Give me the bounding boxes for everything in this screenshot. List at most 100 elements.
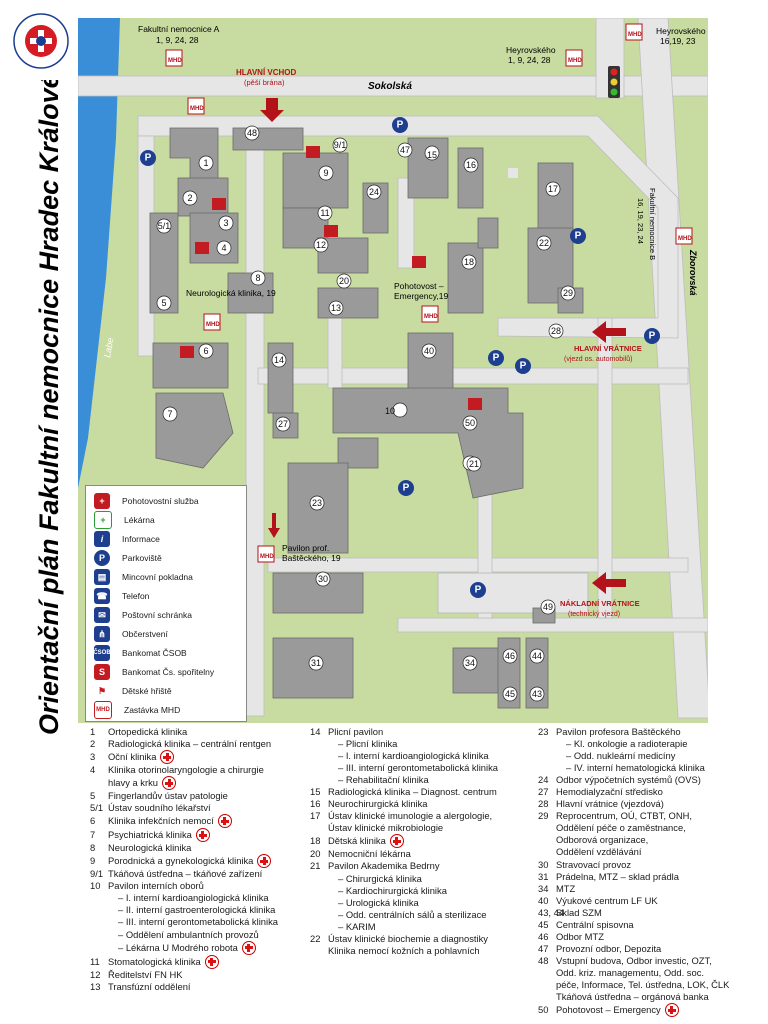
building-number: 4	[90, 764, 96, 776]
bus-stops: MHD MHD MHD MHD MHD MHD MHD MHD	[165, 23, 693, 563]
directory-entry: – I. interní kardioangiologická klinika	[90, 892, 278, 904]
building-number: 48	[538, 954, 549, 966]
river-labe	[78, 18, 120, 488]
svg-text:21: 21	[469, 459, 479, 469]
building-name: Ortopedická klinika	[108, 726, 188, 737]
svg-text:P: P	[649, 331, 656, 342]
svg-text:Heyrovského: Heyrovského	[656, 26, 706, 36]
svg-text:P: P	[520, 361, 527, 372]
building-name: Hlavní vrátnice (vjezdová)	[556, 798, 664, 810]
building-name: – Kl. onkologie a radioterapie	[566, 738, 688, 750]
directory-entry: hlavy a krku	[90, 776, 278, 791]
svg-text:9: 9	[323, 168, 328, 178]
svg-text:Fakultní nemocnice B: Fakultní nemocnice B	[648, 188, 657, 260]
building-number: 14	[310, 726, 321, 737]
building-name: – Odd. centrálních sálů a sterilizace	[338, 908, 487, 920]
svg-text:28: 28	[551, 326, 561, 336]
building-number: 15	[310, 786, 321, 798]
svg-text:17: 17	[548, 184, 558, 194]
building-name: Oddělení vzdělávání	[556, 846, 642, 858]
directory-entry: 6 Klinika infekčních nemocí	[90, 814, 278, 829]
building-name: Ústav klinické mikrobiologie	[328, 822, 444, 834]
building-name: Výukové centrum LF UK	[556, 894, 658, 906]
coin-cashier-icon: ▤	[94, 569, 110, 585]
directory-entry: péče, Informace, Tel. ústředna, LOK, ČLK	[538, 979, 729, 991]
directory-entry: Oddělení péče o zaměstnance,	[538, 822, 729, 834]
building-number: 50	[538, 1004, 549, 1016]
building-name: – Plicní klinika	[338, 738, 398, 750]
svg-text:MHD: MHD	[190, 106, 204, 112]
svg-text:27: 27	[278, 419, 288, 429]
svg-text:49: 49	[543, 602, 553, 612]
svg-text:47: 47	[400, 145, 410, 155]
svg-text:22: 22	[539, 238, 549, 248]
emergency-icon	[664, 1003, 679, 1018]
svg-text:43: 43	[532, 689, 542, 699]
svg-text:P: P	[575, 231, 582, 242]
building-number: 46	[538, 930, 549, 942]
first-aid-markers	[180, 146, 482, 410]
svg-text:MHD: MHD	[260, 554, 274, 560]
svg-text:48: 48	[247, 128, 257, 138]
svg-text:40: 40	[424, 346, 434, 356]
svg-text:24: 24	[369, 187, 379, 197]
building-name: Provozní odbor, Depozita	[556, 942, 662, 954]
svg-text:Labe: Labe	[102, 337, 115, 358]
building-name: – Kardiochirurgická klinika	[338, 884, 447, 896]
building-number: 34	[538, 882, 549, 894]
legend-item: +Lékárna	[94, 511, 155, 529]
directory-entry: Odborová organizace,	[538, 834, 729, 846]
info-icon: i	[94, 531, 110, 547]
building-name: Radiologická klinika – centrální rentgen	[108, 738, 272, 750]
building-name: Tkáňová ústředna – orgánová banka	[556, 991, 709, 1003]
building-name: Odd. kriz. managementu, Odd. soc.	[556, 966, 704, 978]
page-title: Orientační plán Fakultní nemocnice Hrade…	[34, 80, 64, 735]
svg-text:16,19, 23: 16,19, 23	[660, 36, 696, 46]
building-name: Klinika infekčních nemocí	[108, 815, 214, 827]
building-name: Neurochirurgická klinika	[328, 798, 428, 810]
building-number: 8	[90, 842, 96, 854]
svg-text:P: P	[475, 585, 482, 596]
svg-text:7: 7	[167, 409, 172, 419]
svg-text:(vjezd os. automobilů): (vjezd os. automobilů)	[564, 355, 632, 363]
svg-text:3: 3	[223, 218, 228, 228]
building-number: 20	[310, 848, 321, 860]
building-number: 6	[90, 815, 96, 827]
svg-text:13: 13	[331, 303, 341, 313]
building-name: – Lékárna U Modrého robota	[118, 941, 238, 953]
building-name: – IV. interní hematologická klinika	[566, 762, 705, 774]
building-name: – I. interní kardioangiologická klinika	[338, 750, 489, 762]
building-number: 1	[90, 726, 96, 737]
building-number: 13	[90, 980, 101, 992]
building-name: Klinika nemocí kožních a pohlavních	[328, 944, 480, 956]
building-name: Dětská klinika	[328, 835, 386, 847]
building-name: Vstupní budova, Odbor investic, OZT,	[556, 954, 712, 966]
directory-entry: Tkáňová ústředna – orgánová banka	[538, 991, 729, 1003]
emergency-icon	[257, 854, 272, 869]
building-name: Porodnická a gynekologická klinika	[108, 855, 254, 867]
hospital-logo	[13, 13, 69, 69]
directory-entry: – Chirurgická klinika	[310, 873, 498, 885]
building-name: – III. interní gerontometabolická klinik…	[338, 762, 498, 774]
svg-text:5: 5	[161, 298, 166, 308]
building-name: hlavy a krku	[108, 777, 159, 789]
building-name: Prádelna, MTZ – sklad prádla	[556, 870, 679, 882]
building-name: – Rehabilitační klinika	[338, 774, 429, 786]
building-name: – Urologická klinika	[338, 896, 419, 908]
building-name: – II. interní gastroenterologická klinik…	[118, 904, 276, 916]
directory-entry: 1 Ortopedická klinika	[90, 726, 278, 738]
emergency-icon	[217, 814, 232, 829]
